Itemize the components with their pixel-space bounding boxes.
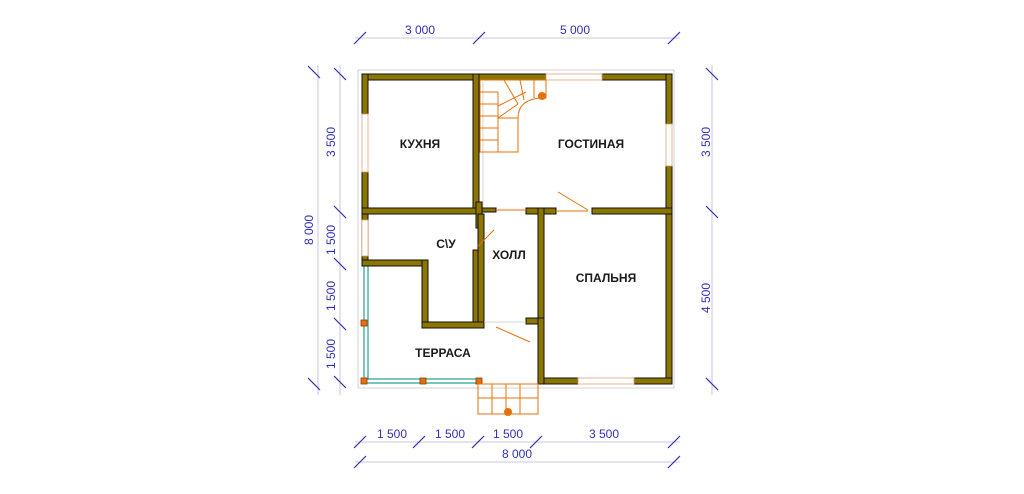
dim-bottom-4: 3 500 [589,427,619,441]
dim-tick [333,317,347,331]
dim-tick [353,435,367,449]
room-label-bedroom: СПАЛЬНЯ [576,271,636,285]
room-label-kitchen: КУХНЯ [400,137,440,151]
dim-left-4: 1 500 [324,339,338,369]
dim-tick [667,31,681,45]
dim-left-total: 8 000 [302,215,316,245]
door-leaf [557,191,589,211]
stair-newel [538,92,546,100]
dim-top-1: 3 000 [405,23,435,37]
dim-tick [333,375,347,389]
dim-left-2: 1 500 [324,225,338,255]
site-outline [357,69,675,389]
terrace-post [360,319,368,327]
dim-tick [705,205,719,219]
dim-tick [412,435,426,449]
terrace-post [360,377,368,385]
terrace-post [475,377,483,385]
dim-tick [307,377,321,391]
entrance-steps-icon [477,383,539,416]
window [545,73,603,81]
dim-tick [333,67,347,81]
dim-tick [667,435,681,449]
dim-tick [529,435,543,449]
dim-top-2: 5 000 [560,23,590,37]
dim-tick [333,205,347,219]
dim-bottom-1: 1 500 [377,427,407,441]
room-label-terrace: ТЕРРАСА [415,346,471,360]
dim-tick [705,67,719,81]
window [665,123,673,167]
room-label-bathroom: С\У [436,237,456,251]
dim-left-1: 3 500 [324,127,338,157]
door-leaf [477,229,495,247]
dim-tick [353,31,367,45]
dim-tick [667,455,681,469]
dim-tick [307,65,321,79]
dim-right-1: 3 500 [699,127,713,157]
room-label-living: ГОСТИНАЯ [558,137,624,151]
dim-tick [353,455,367,469]
dim-tick [333,257,347,271]
step-marker [504,408,512,416]
terrace-post [419,377,427,385]
window [361,113,369,173]
dim-bottom-2: 1 500 [435,427,465,441]
dim-bottom-3: 1 500 [493,427,523,441]
walls [361,73,673,385]
dim-right-2: 4 500 [699,283,713,313]
door-leaf [495,326,531,343]
windows [361,73,673,385]
dim-tick [471,435,485,449]
dim-left-3: 1 500 [324,281,338,311]
dim-bottom-total: 8 000 [502,447,532,461]
doors [477,191,589,343]
window [577,377,635,385]
dim-tick [472,31,486,45]
window [361,219,369,257]
stair-icon [479,79,547,153]
dimension-lines [307,31,719,469]
dim-tick [705,377,719,391]
room-label-hall: ХОЛЛ [492,248,526,262]
